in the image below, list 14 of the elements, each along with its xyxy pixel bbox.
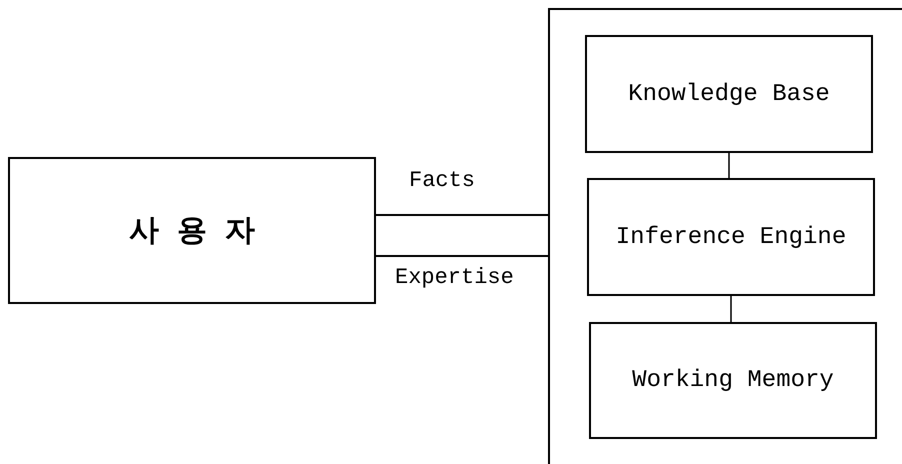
- process-box: [587, 178, 875, 296]
- node-text: Inference Engine: [616, 224, 846, 250]
- process-box: [585, 35, 873, 153]
- node-text: Knowledge Base: [628, 80, 830, 108]
- connector-line: [730, 296, 732, 322]
- connector-line: [376, 214, 548, 216]
- edge-label: Expertise: [394, 265, 515, 290]
- connector-line: [728, 153, 730, 178]
- node-text: Working Memory: [632, 367, 834, 394]
- node-text: 사 용 자: [128, 215, 255, 251]
- user-box: [8, 157, 376, 304]
- connector-line: [376, 255, 548, 257]
- process-box: [589, 322, 877, 439]
- system-box: [548, 8, 902, 464]
